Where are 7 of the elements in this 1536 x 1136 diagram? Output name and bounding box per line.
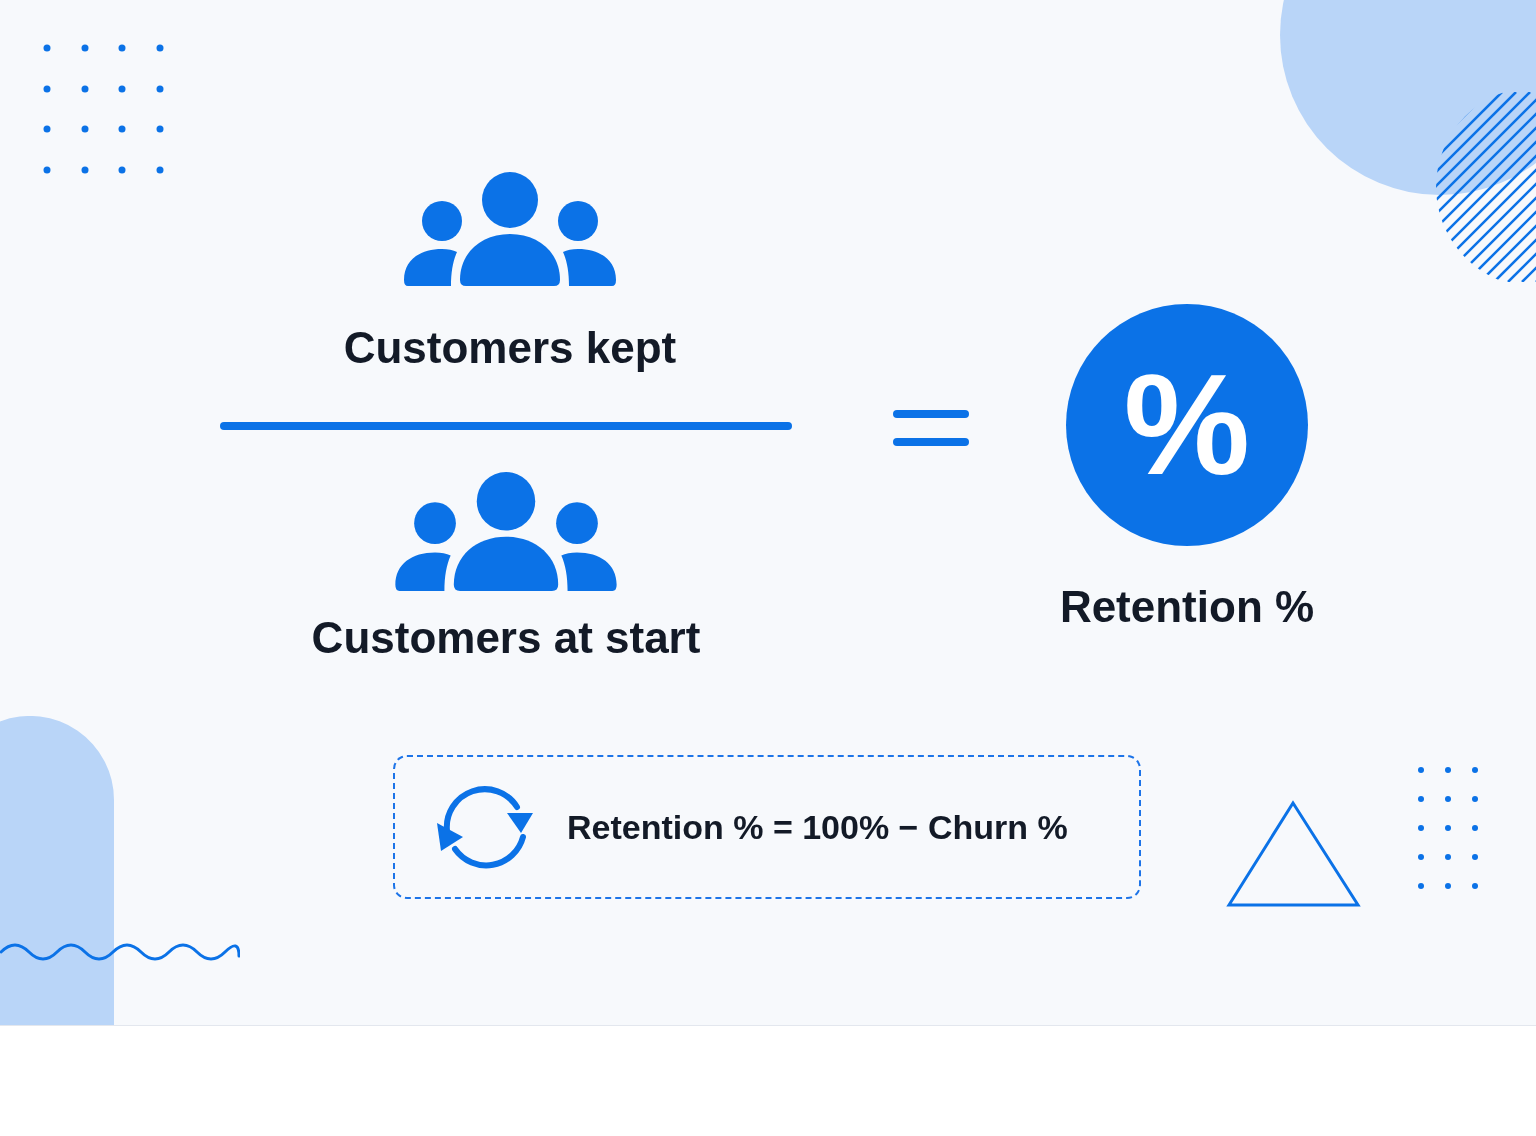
formula-text: Retention % = 100% − Churn %	[567, 806, 1068, 848]
triangle-outline	[1226, 800, 1361, 908]
node-label: Retention %	[1059, 581, 1315, 633]
formula-box	[393, 755, 1141, 899]
node-label: Customers at start	[311, 612, 701, 664]
node-label: Customers kept	[343, 322, 677, 374]
percent-sign: %	[1123, 354, 1251, 496]
